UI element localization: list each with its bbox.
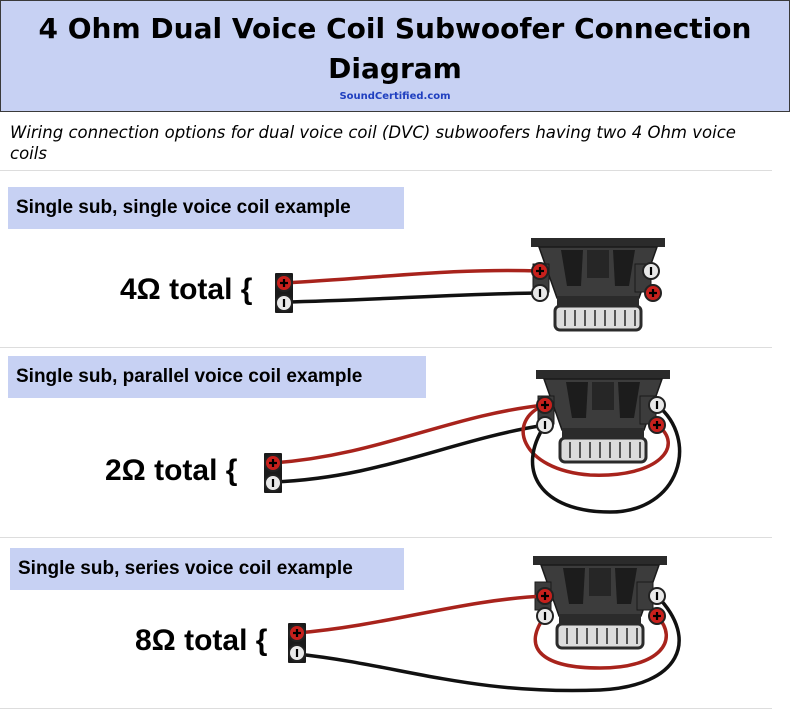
divider [0,537,772,538]
total-impedance-2-ohm: 2Ω total { [105,454,238,487]
header-banner: 4 Ohm Dual Voice Coil Subwoofer Connecti… [0,0,790,112]
jumper-wire-negative [530,403,682,514]
amp-terminal-block [288,623,306,663]
negative-wire [272,423,546,484]
negative-wire [283,291,541,304]
plus-terminal-icon [647,415,667,435]
page-subtitle: Wiring connection options for dual voice… [10,123,736,163]
plus-terminal-icon [535,586,555,606]
example-label-parallel-voice-coil: Single sub, parallel voice coil example [8,356,426,398]
positive-wire [272,403,546,465]
amp-terminal-block [275,273,293,313]
amp-terminal-block [264,453,282,493]
plus-terminal-icon [647,606,667,626]
minus-terminal-icon [535,606,555,626]
minus-terminal-icon [647,395,667,415]
jumper-wire-positive [521,403,670,477]
subwoofer-icon [534,368,672,464]
negative-wire [296,594,681,693]
divider [0,347,772,348]
page-title: 4 Ohm Dual Voice Coil Subwoofer Connecti… [38,12,752,85]
minus-terminal-icon [647,586,667,606]
example-label-single-voice-coil: Single sub, single voice coil example [8,187,404,229]
subwoofer-icon [531,554,669,650]
speaker-diagram-1 [275,236,667,332]
jumper-wire [533,614,668,670]
total-impedance-4-ohm: 4Ω total { [120,273,253,306]
site-credit: SoundCertified.com [339,91,451,102]
plus-terminal-icon [530,261,550,281]
subwoofer-icon [529,236,667,332]
divider [0,708,772,709]
speaker-diagram-3 [288,554,681,693]
minus-terminal-icon [535,415,555,435]
positive-wire [283,268,541,285]
positive-wire [296,594,546,635]
plus-terminal-icon [643,283,663,303]
speaker-diagram-2 [264,368,682,514]
minus-terminal-icon [530,283,550,303]
total-impedance-8-ohm: 8Ω total { [135,624,268,657]
divider [0,170,772,171]
plus-terminal-icon [535,395,555,415]
minus-terminal-icon [641,261,661,281]
example-label-series-voice-coil: Single sub, series voice coil example [10,548,404,590]
